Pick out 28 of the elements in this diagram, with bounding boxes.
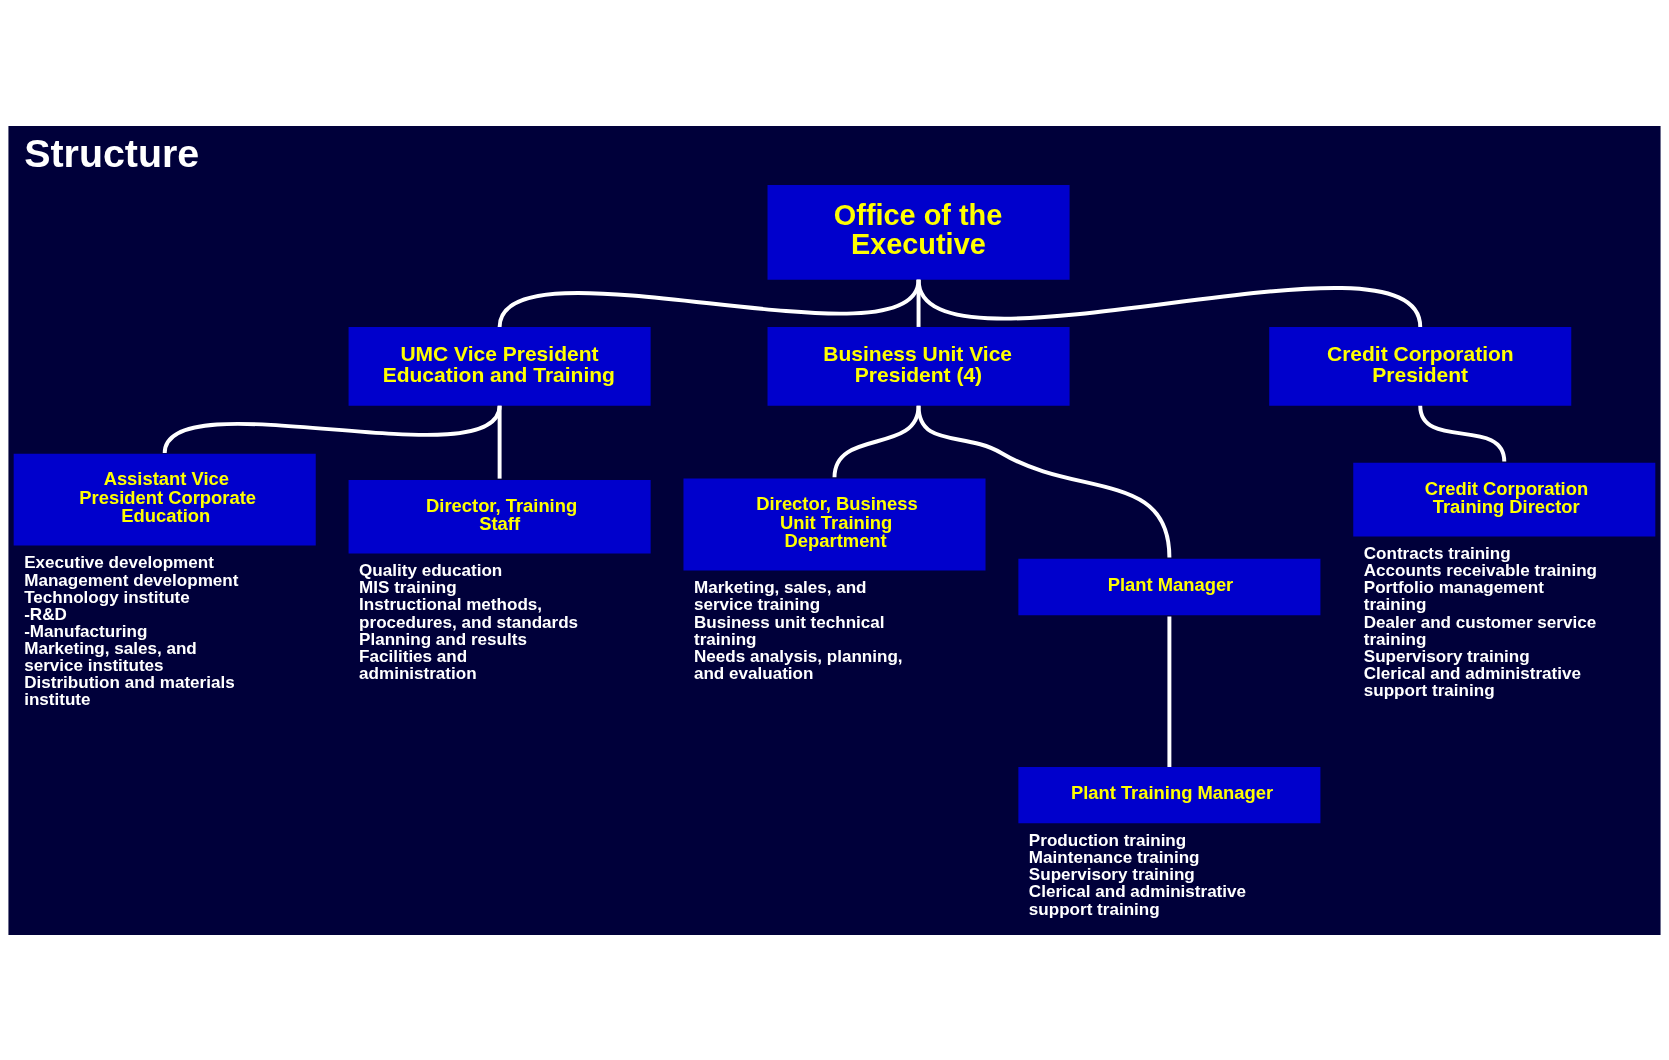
node-label: Dealer and customer service training [1363, 612, 1597, 649]
node-box: Plant Training Manager [1018, 766, 1321, 823]
node-label: Management development [24, 570, 239, 590]
connector [497, 405, 502, 479]
node-box: Business Unit Vice President (4) [767, 326, 1070, 406]
connector [832, 404, 921, 478]
connector [1167, 616, 1172, 767]
node-label: Business unit technical training [693, 612, 885, 649]
node-box: UMC Vice President Education and Training [348, 326, 651, 406]
node-box: Plant Manager [1018, 558, 1321, 615]
node-label: Contracts training [1363, 543, 1511, 563]
node-label: Portfolio management training [1363, 577, 1544, 614]
connector [497, 278, 921, 328]
node-label: Marketing, sales, and service training [693, 577, 867, 614]
connector [916, 405, 1172, 558]
node-box: Assistant Vice President Corporate Education [13, 453, 316, 546]
node-label: Executive development [24, 552, 214, 572]
node-box: Credit Corporation Training Director [1353, 462, 1656, 536]
node-box: Director, Training Staff [348, 479, 651, 553]
node-label: -Manufacturing [24, 621, 148, 641]
node-label: -R&D [24, 604, 67, 624]
node-label: Production training [1028, 830, 1187, 850]
node-label: Distribution and materials institute [24, 672, 235, 709]
node-box: Office of the Executive [767, 184, 1070, 280]
node-box: Director, Business Unit Training Department [683, 478, 986, 571]
node-label: Quality education [359, 560, 503, 580]
diagram-title: Structure [24, 130, 200, 175]
node-box: Credit Corporation President [1269, 326, 1572, 406]
